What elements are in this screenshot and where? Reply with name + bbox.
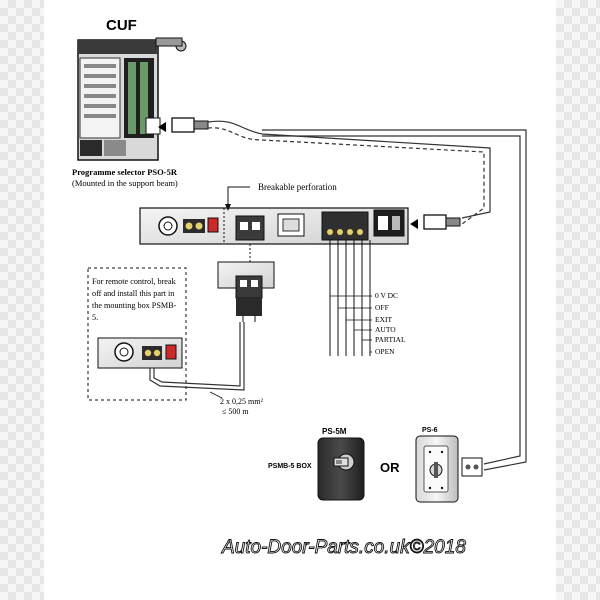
ps5m-key-switch <box>317 437 365 501</box>
selector-title: Programme selector PSO-5R <box>72 167 178 177</box>
detached-module <box>217 261 275 322</box>
background-checker-right <box>556 0 600 600</box>
rj-connector-right <box>410 214 461 230</box>
selector-board <box>139 207 409 245</box>
rj-connector-top <box>158 117 209 133</box>
ps6-terminal-block <box>461 457 483 477</box>
breakable-perforation-label: Breakable perforation <box>258 182 337 192</box>
remote-note: For remote control, break off and instal… <box>92 277 177 322</box>
remote-box <box>87 267 187 401</box>
selector-note: (Mounted in the support beam) <box>72 178 178 188</box>
terminal-labels: 0 V DC OFF EXIT AUTO PARTIAL OPEN <box>375 291 406 356</box>
cable-spec-2: ≤ 500 m <box>222 407 249 416</box>
remote-cable <box>149 322 245 391</box>
remote-note-line: 5. <box>92 313 98 322</box>
cable-cuf-to-ps6 <box>262 129 527 471</box>
watermark: Auto-Door-Parts.co.uk©2018 <box>221 537 466 558</box>
background-checker-left <box>0 0 44 600</box>
terminal-wires <box>329 240 371 356</box>
terminal-label: 0 V DC <box>375 291 398 300</box>
cuf-control-unit <box>77 37 187 161</box>
terminal-label: AUTO <box>375 325 396 334</box>
terminal-label: OPEN <box>375 347 395 356</box>
ps6-switch <box>415 435 459 503</box>
terminal-label: OFF <box>375 303 389 312</box>
remote-note-line: For remote control, break <box>92 277 177 286</box>
ps6-label: PS-6 <box>422 427 438 434</box>
terminal-label: EXIT <box>375 315 392 324</box>
or-label: OR <box>380 460 400 475</box>
remote-note-line: the mounting box PSMB- <box>92 301 177 310</box>
remote-note-line: off and install this part in <box>92 289 174 298</box>
cuf-title: CUF <box>106 17 137 34</box>
cable-spec-1: 2 x 0,25 mm² <box>220 397 263 406</box>
cable-cuf-to-selector <box>207 120 491 225</box>
psmb5-box-label: PSMB-5 BOX <box>268 463 312 470</box>
terminal-leaders <box>330 295 372 353</box>
terminal-label: PARTIAL <box>375 335 406 344</box>
ps5m-label: PS-5M <box>322 427 347 436</box>
remote-board <box>97 337 183 369</box>
